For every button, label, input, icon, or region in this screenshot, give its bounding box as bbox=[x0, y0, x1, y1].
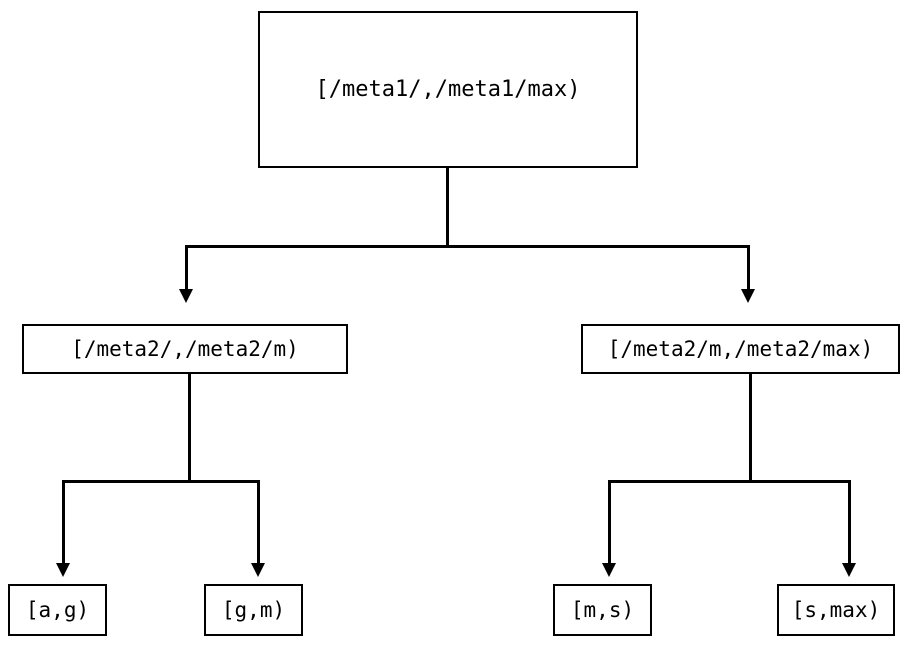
edge-meta2-high-horizontal-bar bbox=[608, 480, 851, 483]
edge-meta2-low-horizontal-bar bbox=[62, 480, 260, 483]
arrowhead-meta2-low-to-leaf-ag bbox=[56, 563, 70, 577]
edge-meta2-low-to-leaf-gm bbox=[257, 480, 260, 565]
arrowhead-meta2-high-to-leaf-ms bbox=[602, 563, 616, 577]
tree-node-leaf-gm-label: [g,m) bbox=[221, 597, 286, 622]
tree-node-leaf-gm[interactable]: [g,m) bbox=[204, 584, 303, 636]
tree-node-leaf-ms-label: [m,s) bbox=[570, 597, 635, 622]
edge-root-horizontal-bar bbox=[185, 245, 750, 248]
tree-node-meta2-high[interactable]: [/meta2/m,/meta2/max) bbox=[581, 324, 900, 374]
tree-node-root-label: [/meta1/,/meta1/max) bbox=[315, 76, 581, 102]
tree-node-meta2-low-label: [/meta2/,/meta2/m) bbox=[71, 336, 299, 361]
edge-meta2-low-stem bbox=[188, 374, 191, 482]
edge-meta2-low-to-leaf-ag bbox=[62, 480, 65, 565]
arrowhead-meta2-low-to-leaf-gm bbox=[251, 563, 265, 577]
tree-node-meta2-high-label: [/meta2/m,/meta2/max) bbox=[607, 336, 874, 361]
edge-root-to-meta2-high bbox=[747, 245, 750, 290]
arrowhead-meta2-high-to-leaf-smax bbox=[842, 563, 856, 577]
tree-node-leaf-smax-label: [s,max) bbox=[791, 597, 881, 622]
tree-node-leaf-ag[interactable]: [a,g) bbox=[8, 584, 107, 636]
arrowhead-root-to-meta2-low bbox=[179, 289, 193, 303]
tree-node-leaf-ms[interactable]: [m,s) bbox=[553, 584, 652, 636]
tree-node-root[interactable]: [/meta1/,/meta1/max) bbox=[258, 11, 638, 168]
arrowhead-root-to-meta2-high bbox=[741, 289, 755, 303]
tree-node-leaf-smax[interactable]: [s,max) bbox=[777, 584, 895, 636]
edge-root-to-meta2-low bbox=[185, 245, 188, 290]
tree-node-meta2-low[interactable]: [/meta2/,/meta2/m) bbox=[22, 324, 348, 374]
edge-meta2-high-to-leaf-smax bbox=[848, 480, 851, 565]
edge-meta2-high-stem bbox=[749, 374, 752, 482]
edge-root-stem bbox=[446, 168, 449, 248]
tree-node-leaf-ag-label: [a,g) bbox=[25, 597, 90, 622]
edge-meta2-high-to-leaf-ms bbox=[608, 480, 611, 565]
